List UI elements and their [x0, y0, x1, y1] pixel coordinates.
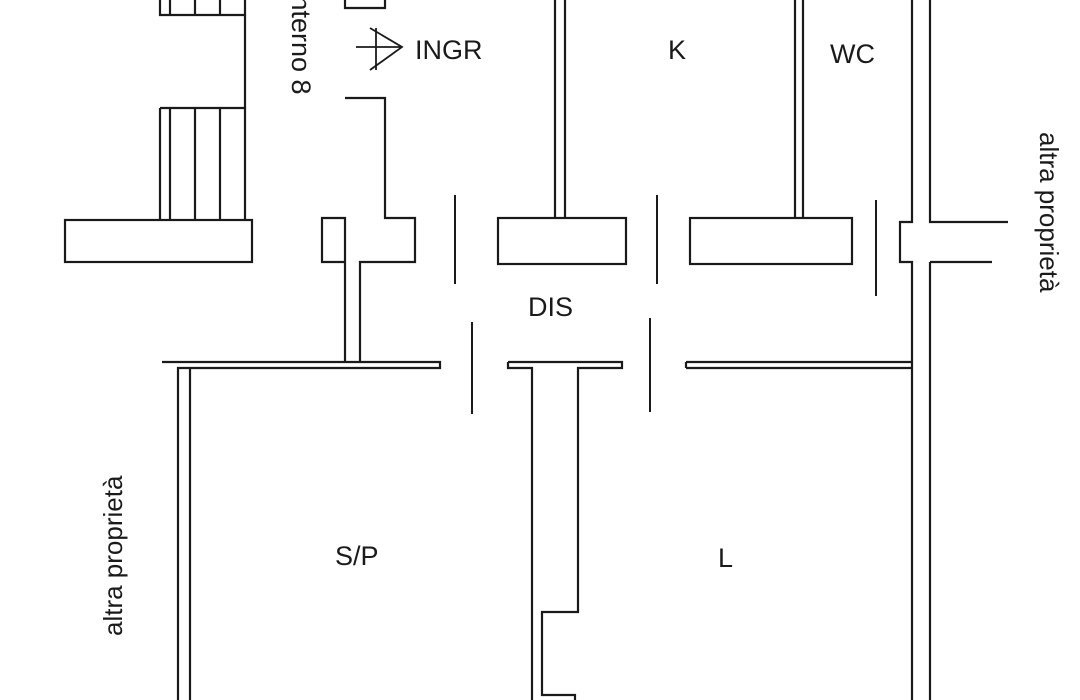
- label-hallway: DIS: [528, 292, 573, 322]
- entrance-arrow-icon: [356, 27, 404, 71]
- label-living-room: S/P: [335, 541, 379, 571]
- wall-fragment: [343, 0, 387, 10]
- partition-wall-2: [688, 216, 854, 266]
- entrance-wall: [320, 96, 417, 362]
- label-bathroom: WC: [830, 39, 875, 69]
- partition-wall-1: [496, 216, 628, 266]
- kitchen-wall-left: [553, 0, 567, 218]
- hallway-wall-bottom: [162, 360, 442, 700]
- label-neighbor-left: altra proprietà: [98, 475, 128, 636]
- kitchen-wall-right: [793, 0, 805, 218]
- label-kitchen: K: [668, 35, 686, 65]
- staircase: [158, 0, 247, 220]
- label-unit-number: Interno 8: [286, 0, 316, 95]
- hallway-wall-bottom-mid: [506, 360, 624, 700]
- label-bedroom: L: [718, 543, 733, 573]
- exterior-wall-right: [898, 0, 1008, 700]
- landing-wall: [63, 218, 254, 264]
- label-neighbor-right: altra proprietà: [1034, 132, 1064, 293]
- hallway-wall-bottom-right: [684, 360, 912, 370]
- label-entrance: INGR: [415, 35, 483, 65]
